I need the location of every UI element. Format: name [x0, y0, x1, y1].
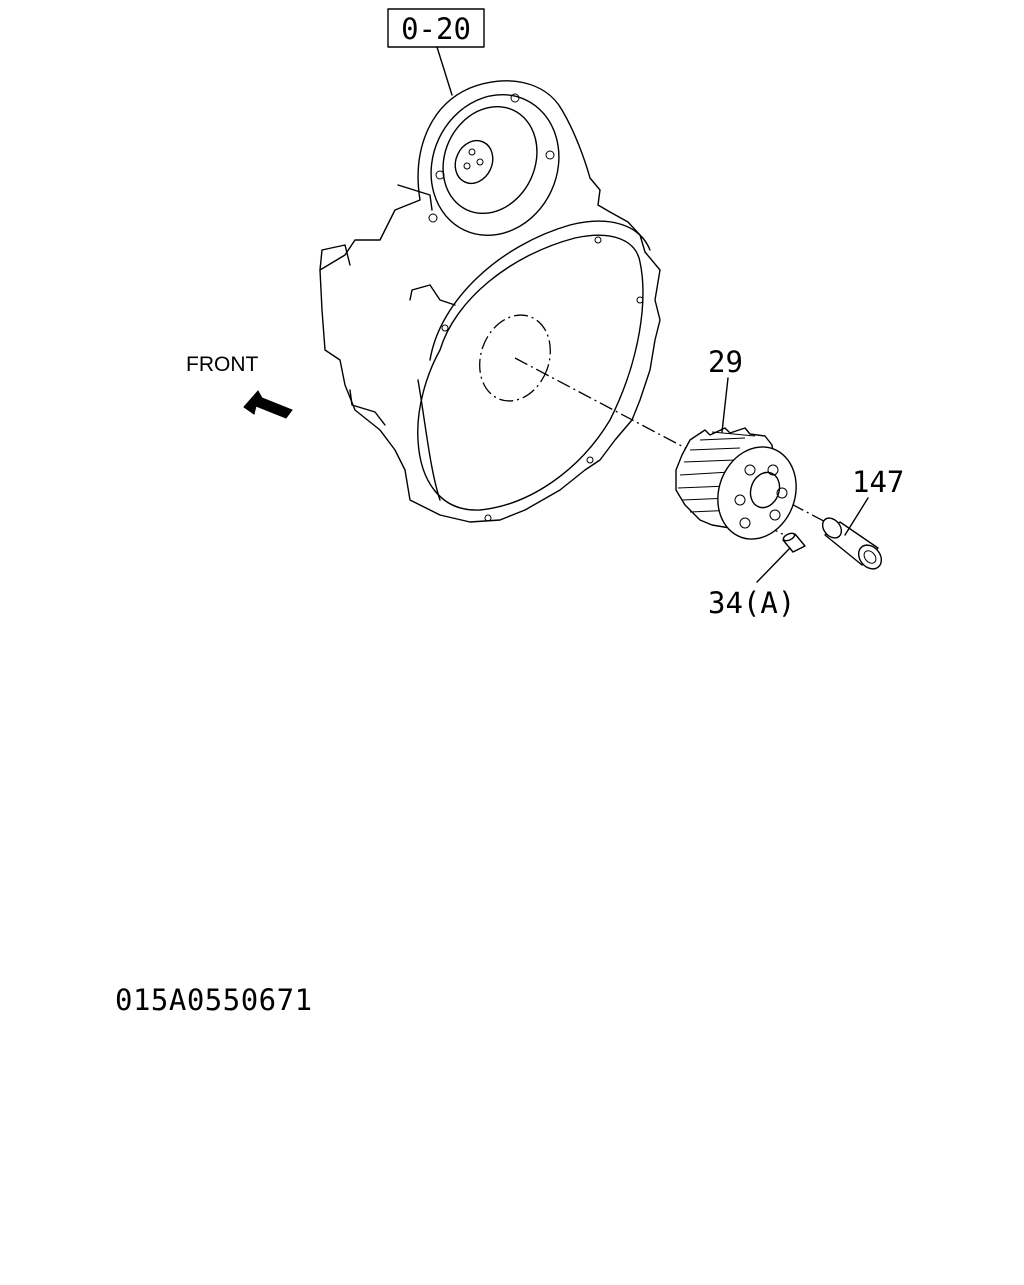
front-arrow-icon	[243, 390, 293, 419]
flywheel-housing	[319, 80, 661, 523]
label-pin: 34(A)	[708, 586, 795, 620]
sleeve[interactable]	[819, 514, 886, 573]
reference-leader-line	[436, 46, 453, 96]
front-label: FRONT	[186, 353, 258, 376]
drawing-code: 015A0550671	[115, 983, 313, 1017]
label-gear: 29	[708, 345, 743, 379]
pin[interactable]	[782, 532, 806, 553]
pin-leader-line	[756, 547, 791, 583]
gear-leader-line	[721, 377, 729, 433]
sleeve-leader-line	[844, 497, 869, 536]
idler-gear[interactable]	[675, 427, 809, 550]
reference-box[interactable]: 0-20	[387, 8, 485, 48]
label-sleeve: 147	[852, 465, 904, 499]
reference-box-label: 0-20	[401, 12, 471, 46]
